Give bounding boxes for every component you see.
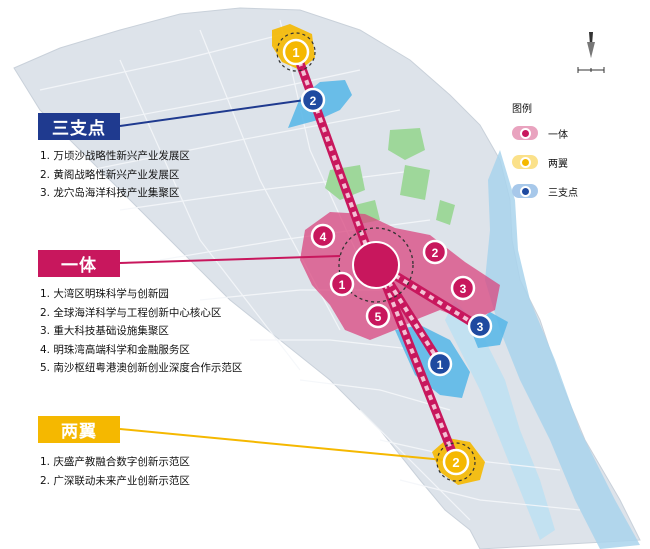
marker-body-4: 4: [310, 223, 336, 249]
one-body-title: 一体: [61, 256, 97, 276]
list-item: 2. 全球海洋科学与工程创新中心核心区: [40, 306, 222, 319]
marker-point-2: 2: [300, 87, 326, 113]
list-item: 2. 黄阁战略性新兴产业发展区: [40, 168, 180, 181]
three-points-list: 1. 万顷沙战略性新兴产业发展区 2. 黄阁战略性新兴产业发展区 3. 龙穴岛海…: [40, 147, 190, 203]
marker-wing-2: 2: [442, 448, 470, 476]
legend: 图例 一体 两翼 三支点: [512, 100, 578, 212]
legend-dot-icon: [519, 156, 531, 168]
marker-body-5: 5: [365, 303, 391, 329]
svg-text:3: 3: [460, 282, 467, 296]
list-item: 1. 万顷沙战略性新兴产业发展区: [40, 150, 190, 162]
list-item: 3. 重大科技基础设施集聚区: [40, 325, 169, 337]
svg-text:3: 3: [477, 320, 484, 334]
one-body-list: 1. 大湾区明珠科学与创新园 2. 全球海洋科学与工程创新中心核心区 3. 重大…: [40, 285, 242, 378]
three-points-title: 三支点: [52, 119, 106, 139]
connector-three-points: [119, 99, 306, 127]
connector-one-body: [119, 255, 341, 264]
two-wings-title: 两翼: [61, 422, 97, 442]
legend-item-one-body: 一体: [512, 125, 578, 141]
legend-dot-icon: [519, 127, 531, 139]
core-circle: [352, 241, 400, 289]
legend-label: 两翼: [548, 158, 568, 170]
legend-swatch: [512, 155, 538, 169]
marker-wing-1: 1: [282, 38, 310, 66]
list-item: 5. 南沙枢纽粤港澳创新创业深度合作示范区: [40, 362, 243, 374]
two-wings-list: 1. 庆盛产教融合数字创新示范区 2. 广深联动未来产业创新示范区: [40, 453, 190, 490]
svg-text:1: 1: [437, 358, 444, 372]
list-item: 1. 庆盛产教融合数字创新示范区: [40, 456, 190, 468]
legend-label: 三支点: [548, 187, 578, 199]
legend-swatch: [512, 126, 538, 140]
svg-text:2: 2: [310, 94, 317, 108]
legend-dot-icon: [519, 185, 531, 197]
svg-text:1: 1: [339, 278, 346, 292]
north-arrow-icon: [577, 32, 605, 73]
list-item: 1. 大湾区明珠科学与创新园: [40, 288, 169, 300]
svg-text:2: 2: [452, 455, 459, 470]
marker-point-1: 1: [427, 351, 453, 377]
river-channel: [485, 150, 640, 549]
one-body-tag: 一体: [38, 250, 120, 277]
two-wings-tag: 两翼: [38, 416, 120, 443]
svg-text:2: 2: [432, 246, 439, 260]
core-dashed-ring: [338, 227, 414, 303]
legend-label: 一体: [548, 129, 568, 141]
three-points-tag: 三支点: [38, 113, 120, 140]
svg-text:5: 5: [375, 310, 382, 324]
connector-two-wings: [119, 428, 445, 461]
svg-text:4: 4: [320, 230, 327, 244]
marker-body-2: 2: [422, 239, 448, 265]
svg-text:1: 1: [292, 45, 299, 60]
legend-item-two-wings: 两翼: [512, 154, 578, 170]
wing-2-dashed-ring: [436, 442, 476, 482]
list-item: 4. 明珠湾高端科学和金融服务区: [40, 343, 190, 356]
marker-body-1: 1: [329, 271, 355, 297]
marker-body-3: 3: [450, 275, 476, 301]
list-item: 2. 广深联动未来产业创新示范区: [40, 474, 190, 487]
marker-point-3: 3: [467, 313, 493, 339]
legend-swatch: [512, 184, 538, 198]
list-item: 3. 龙穴岛海洋科技产业集聚区: [40, 187, 180, 199]
river-inner: [445, 300, 555, 540]
wing-1-dashed-ring: [276, 32, 316, 72]
legend-item-three-points: 三支点: [512, 183, 578, 199]
legend-title: 图例: [512, 104, 532, 115]
